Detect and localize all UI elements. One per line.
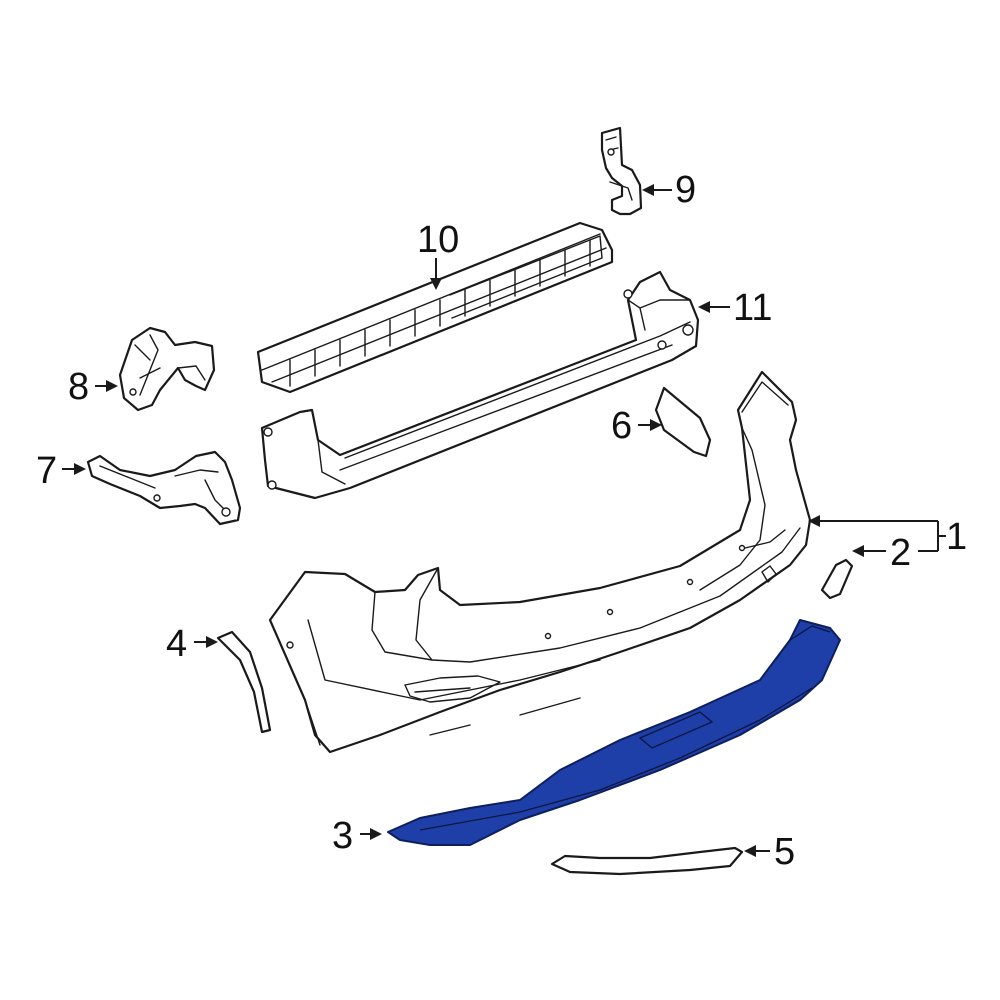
callout-6: 6 xyxy=(611,405,632,447)
callout-7: 7 xyxy=(36,450,57,492)
part-8-side-bracket[interactable] xyxy=(118,326,216,412)
callout-9: 9 xyxy=(675,169,696,211)
part-4-arch-molding[interactable] xyxy=(216,630,272,734)
part-5-trim-strip[interactable] xyxy=(550,846,744,876)
callout-8: 8 xyxy=(68,366,89,408)
part-10-energy-absorber[interactable] xyxy=(256,221,614,394)
part-9-bracket[interactable] xyxy=(600,126,643,216)
leader-lines xyxy=(62,184,946,857)
callout-labels: 10 9 11 8 7 6 1 2 4 3 5 xyxy=(36,169,967,873)
part-7-side-bracket[interactable] xyxy=(86,450,242,526)
callout-1: 1 xyxy=(946,516,967,558)
callout-5: 5 xyxy=(774,831,795,873)
callout-11: 11 xyxy=(733,287,772,329)
callout-4: 4 xyxy=(166,623,187,665)
part-6-tow-cover[interactable] xyxy=(654,386,712,458)
part-1-bumper-cover[interactable] xyxy=(268,370,812,754)
callout-2: 2 xyxy=(890,532,911,574)
part-3-diffuser[interactable] xyxy=(387,619,841,846)
callout-3: 3 xyxy=(332,815,353,857)
callout-10: 10 xyxy=(417,219,459,261)
part-2-cap[interactable] xyxy=(820,558,854,600)
part-11-reinforcement-beam[interactable] xyxy=(260,270,700,500)
